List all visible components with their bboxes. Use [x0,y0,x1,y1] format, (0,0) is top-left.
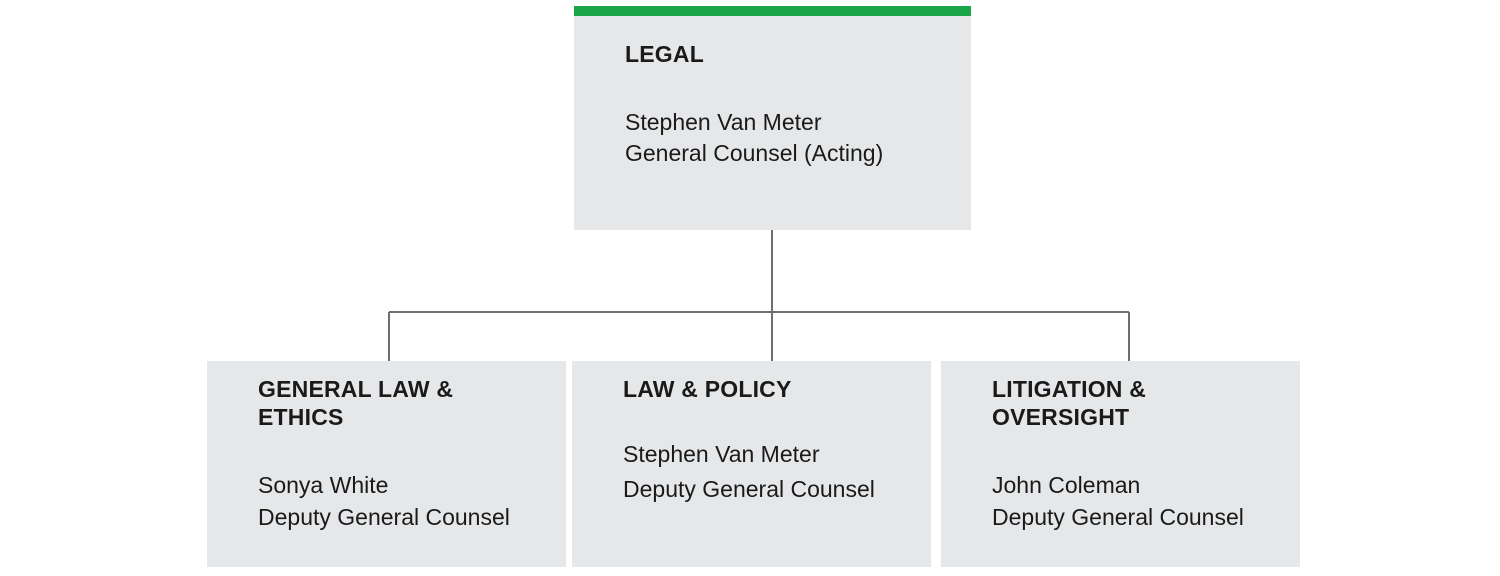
node-person-role: Deputy General Counsel [258,504,510,530]
node-person-role: Deputy General Counsel [992,504,1244,530]
node-title: LITIGATION & OVERSIGHT [992,376,1147,430]
node-person-name: Stephen Van Meter [625,109,822,135]
node-person-name: John Coleman [992,472,1141,498]
root-node-legal: LEGAL Stephen Van Meter General Counsel … [574,6,971,230]
child-node-litigation-oversight: LITIGATION & OVERSIGHT John Coleman Depu… [941,361,1300,567]
node-person-name: Stephen Van Meter [623,441,820,467]
node-title: GENERAL LAW & ETHICS [258,376,454,430]
child-node-general-law-ethics: GENERAL LAW & ETHICS Sonya White Deputy … [207,361,566,567]
node-person-role: General Counsel (Acting) [625,140,884,166]
node-title: LAW & POLICY [623,376,792,402]
child-node-law-policy: LAW & POLICY Stephen Van Meter Deputy Ge… [572,361,931,567]
node-person-role: Deputy General Counsel [623,476,875,502]
node-person-name: Sonya White [258,472,389,498]
node-title: LEGAL [625,41,704,67]
